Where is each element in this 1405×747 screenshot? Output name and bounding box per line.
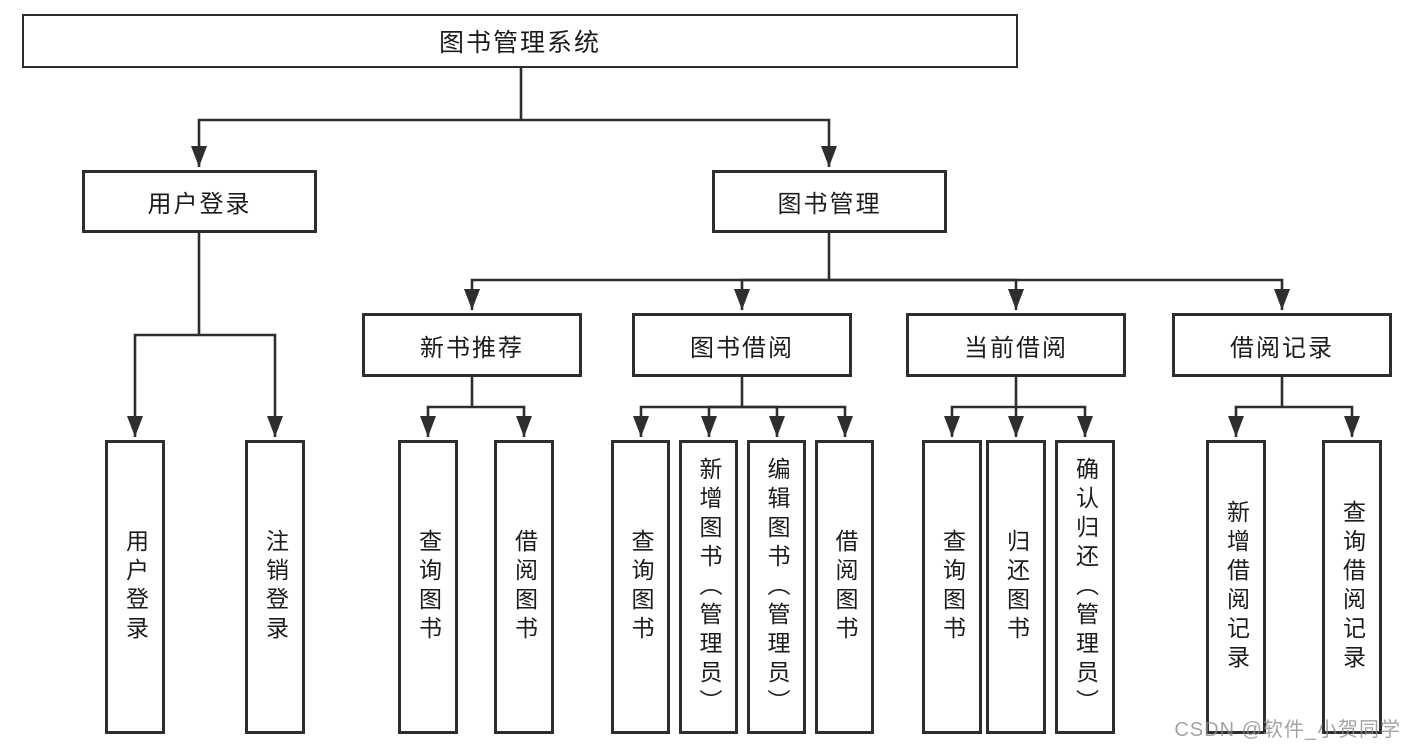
leaf-add-books-admin: 新增图书（管理员） <box>679 440 738 734</box>
node-current-borrow: 当前借阅 <box>906 313 1126 377</box>
watermark: CSDN @软件_小贺同学 <box>1174 719 1401 741</box>
leaf-query-books-borrow: 查询图书 <box>611 440 670 734</box>
leaf-query-books-current: 查询图书 <box>922 440 982 734</box>
leaf-add-borrow-record: 新增借阅记录 <box>1206 440 1266 734</box>
node-book-borrow: 图书借阅 <box>632 313 852 377</box>
node-library-management-system: 图书管理系统 <box>22 14 1018 68</box>
leaf-return-books: 归还图书 <box>986 440 1046 734</box>
leaf-user-login: 用户登录 <box>105 440 165 734</box>
leaf-edit-books-admin: 编辑图书（管理员） <box>747 440 806 734</box>
leaf-query-borrow-record: 查询借阅记录 <box>1322 440 1382 734</box>
node-new-book-recommend: 新书推荐 <box>362 313 582 377</box>
leaf-query-books-recommend: 查询图书 <box>398 440 458 734</box>
leaf-borrow-books-recommend: 借阅图书 <box>494 440 554 734</box>
leaf-logout: 注销登录 <box>245 440 305 734</box>
leaf-confirm-return-admin: 确认归还（管理员） <box>1055 440 1115 734</box>
node-book-management: 图书管理 <box>712 170 947 233</box>
node-borrow-records: 借阅记录 <box>1172 313 1392 377</box>
leaf-borrow-books: 借阅图书 <box>815 440 874 734</box>
node-user-login: 用户登录 <box>82 170 317 233</box>
